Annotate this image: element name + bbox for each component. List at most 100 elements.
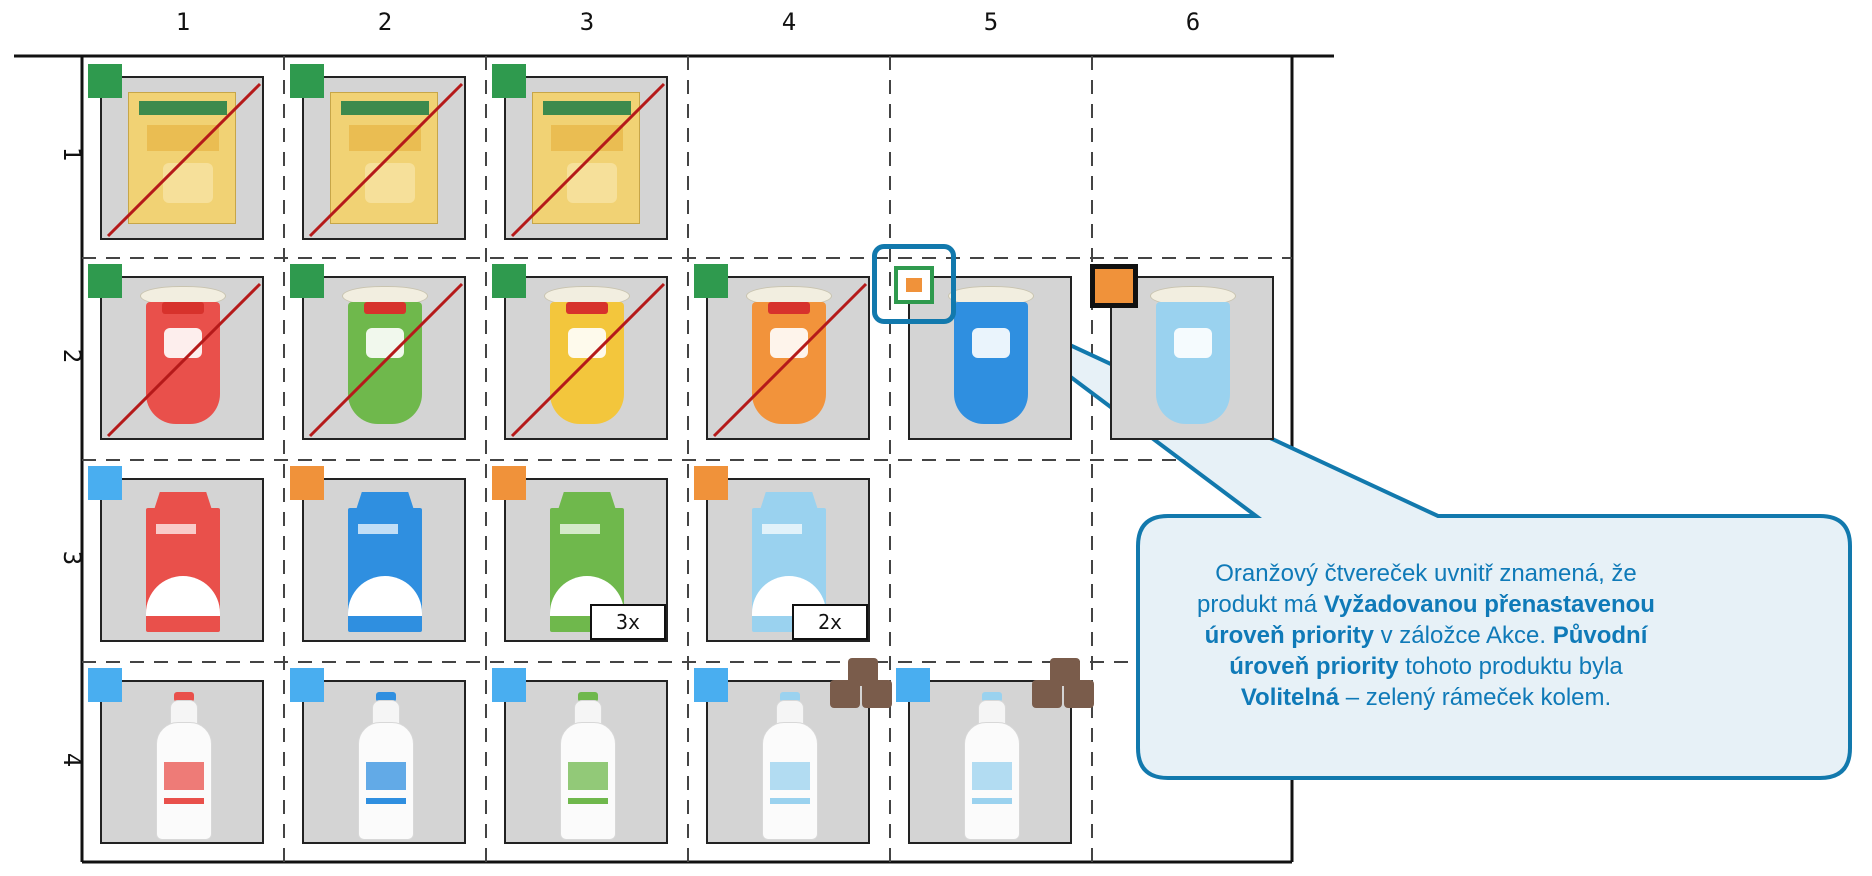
blue-priority-flag bbox=[492, 668, 526, 702]
highlight-frame bbox=[872, 244, 956, 324]
box-shape bbox=[1064, 680, 1094, 708]
carton-label bbox=[560, 524, 600, 534]
product-cell bbox=[706, 276, 870, 440]
box-shape bbox=[862, 680, 892, 708]
milk-carton-image bbox=[348, 492, 422, 632]
milk-bottle-image bbox=[560, 692, 616, 840]
box-shape bbox=[1032, 680, 1062, 708]
callout-line: Volitelná – zelený rámeček kolem. bbox=[1240, 684, 1612, 711]
strike-through-line bbox=[308, 82, 464, 238]
cup-label bbox=[972, 328, 1010, 358]
product-cell bbox=[706, 680, 870, 844]
yogurt-cup-image bbox=[746, 286, 832, 432]
bottle-stripe bbox=[568, 798, 608, 804]
column-number: 3 bbox=[579, 8, 595, 36]
cheese-package-image bbox=[532, 92, 640, 224]
carton-label bbox=[358, 524, 398, 534]
cup-label bbox=[568, 328, 606, 358]
stacked-boxes-icon bbox=[1032, 658, 1096, 714]
carton-roof bbox=[154, 492, 212, 510]
bottle-label bbox=[366, 762, 406, 790]
product-cell bbox=[100, 478, 264, 642]
strike-through-line bbox=[308, 282, 464, 438]
blue-priority-flag bbox=[290, 668, 324, 702]
strike-through-line bbox=[106, 282, 262, 438]
row-number: 2 bbox=[58, 348, 86, 364]
cheese-wedge bbox=[163, 163, 213, 203]
blue-priority-flag bbox=[88, 466, 122, 500]
product-cell bbox=[504, 680, 668, 844]
product-cell bbox=[100, 680, 264, 844]
milk-bottle-image bbox=[964, 692, 1020, 840]
row-number: 1 bbox=[58, 146, 86, 162]
row-number: 4 bbox=[58, 752, 86, 768]
package-band bbox=[543, 101, 631, 115]
bottle-stripe bbox=[164, 798, 204, 804]
orange-priority-flag bbox=[290, 466, 324, 500]
cup-brand bbox=[162, 302, 204, 314]
green-priority-flag bbox=[492, 264, 526, 298]
bottle-cap bbox=[174, 692, 194, 702]
product-cell bbox=[302, 76, 466, 240]
cheese-package-image bbox=[128, 92, 236, 224]
stacked-boxes-icon bbox=[830, 658, 894, 714]
carton-label bbox=[762, 524, 802, 534]
product-cell bbox=[908, 276, 1072, 440]
blue-priority-flag bbox=[694, 668, 728, 702]
column-number: 4 bbox=[781, 8, 797, 36]
bottle-cap bbox=[982, 692, 1002, 702]
product-cell bbox=[504, 76, 668, 240]
carton-label bbox=[156, 524, 196, 534]
product-cell bbox=[302, 478, 466, 642]
bottle-stripe bbox=[770, 798, 810, 804]
orange-priority-flag bbox=[492, 466, 526, 500]
quantity-badge: 2x bbox=[792, 604, 868, 640]
cup-brand bbox=[566, 302, 608, 314]
orange-priority-flag bbox=[694, 466, 728, 500]
product-cell bbox=[504, 478, 668, 642]
product-cell bbox=[100, 276, 264, 440]
callout-line: úroveň priority v záložce Akce. Původní bbox=[1204, 622, 1648, 649]
cup-label bbox=[770, 328, 808, 358]
product-cell bbox=[302, 680, 466, 844]
carton-roof bbox=[356, 492, 414, 510]
column-number: 1 bbox=[175, 8, 191, 36]
callout-line: Oranžový čtvereček uvnitř znamená, že bbox=[1215, 560, 1637, 587]
carton-roof bbox=[558, 492, 616, 510]
green-priority-flag bbox=[88, 264, 122, 298]
milk-carton-image bbox=[146, 492, 220, 632]
cup-label bbox=[1174, 328, 1212, 358]
column-number: 6 bbox=[1185, 8, 1201, 36]
bottle-label bbox=[568, 762, 608, 790]
product-cell bbox=[302, 276, 466, 440]
package-band bbox=[139, 101, 227, 115]
bottle-stripe bbox=[366, 798, 406, 804]
strike-through-line bbox=[510, 282, 666, 438]
cup-body bbox=[1156, 302, 1230, 424]
milk-bottle-image bbox=[156, 692, 212, 840]
strike-through-line bbox=[712, 282, 868, 438]
cheese-wedge bbox=[365, 163, 415, 203]
package-band bbox=[341, 101, 429, 115]
green-priority-flag bbox=[492, 64, 526, 98]
callout-line: produkt má Vyžadovanou přenastavenou bbox=[1197, 591, 1655, 618]
bottle-label bbox=[164, 762, 204, 790]
milk-bottle-image bbox=[762, 692, 818, 840]
cup-brand bbox=[768, 302, 810, 314]
blue-priority-flag bbox=[896, 668, 930, 702]
cup-brand bbox=[364, 302, 406, 314]
green-priority-flag bbox=[290, 64, 324, 98]
strike-through-line bbox=[510, 82, 666, 238]
cup-label bbox=[366, 328, 404, 358]
column-number: 5 bbox=[983, 8, 999, 36]
box-shape bbox=[830, 680, 860, 708]
bottle-cap bbox=[578, 692, 598, 702]
bottle-cap bbox=[376, 692, 396, 702]
green-priority-flag bbox=[88, 64, 122, 98]
bottle-label bbox=[972, 762, 1012, 790]
bottle-stripe bbox=[972, 798, 1012, 804]
quantity-badge: 3x bbox=[590, 604, 666, 640]
cup-body bbox=[954, 302, 1028, 424]
column-number: 2 bbox=[377, 8, 393, 36]
